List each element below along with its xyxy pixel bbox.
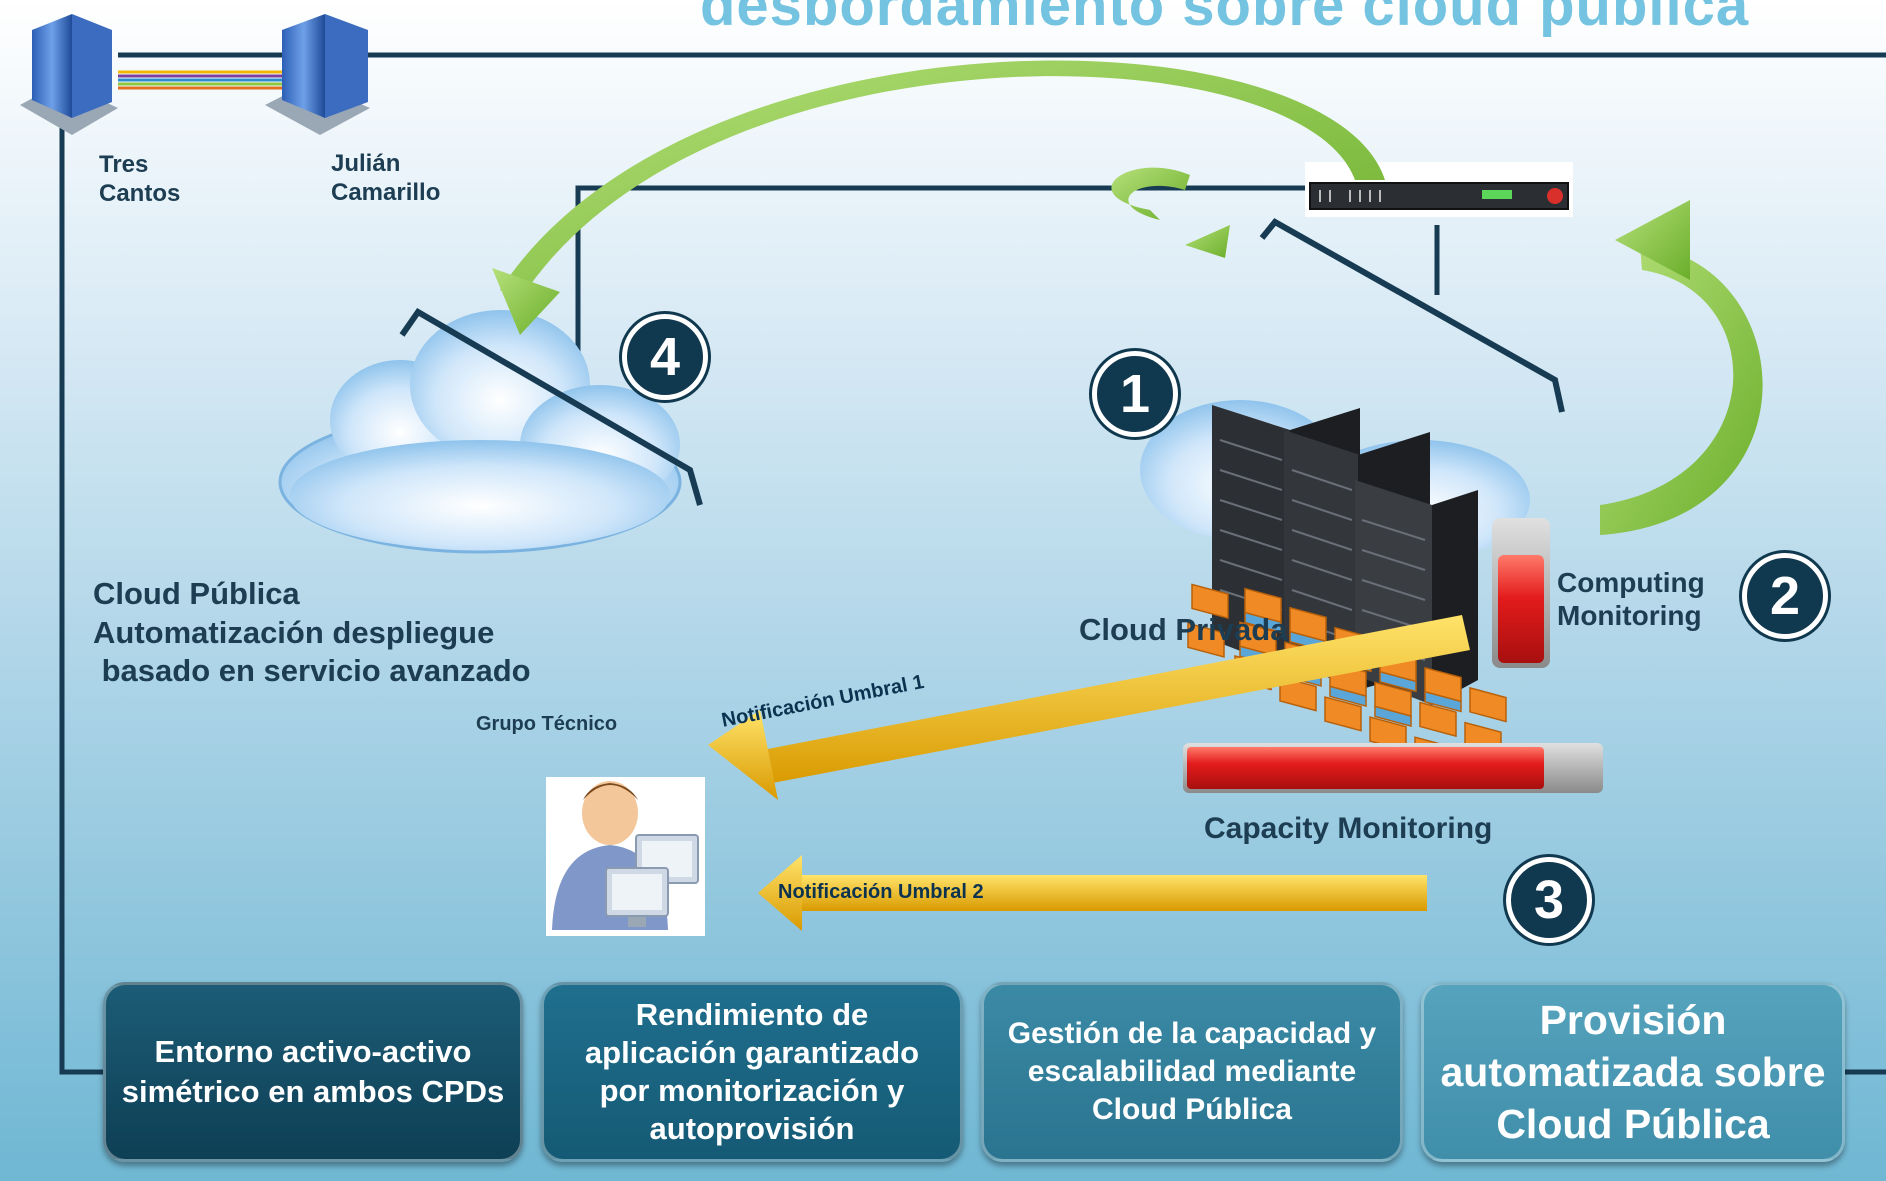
box-active-active: Entorno activo-activo simétrico en ambos… [103, 982, 523, 1162]
private-cloud-bracket [1259, 218, 1565, 413]
public-cloud-line1: Automatización despliegue [93, 615, 495, 650]
public-cloud-title: Cloud Pública [93, 576, 300, 611]
step-2-badge: 2 [1742, 553, 1828, 639]
capacity-monitoring-label: Capacity Monitoring [1204, 812, 1493, 845]
green-arrow-overflow [492, 60, 1385, 335]
load-balancer-icon [1305, 162, 1573, 217]
grupo-tecnico-label: Grupo Técnico [476, 713, 618, 735]
page-title: desbordamiento sobre cloud pública [700, 0, 1750, 38]
computing-gauge-icon [1492, 518, 1550, 668]
gold-arrow-umbral2 [758, 855, 1427, 931]
capacity-bar-icon [1183, 743, 1603, 793]
site-link [118, 70, 282, 90]
building-tres-cantos-icon [20, 14, 118, 135]
green-arrow-provision [1111, 167, 1230, 258]
step-1-badge: 1 [1092, 351, 1178, 437]
step-3-badge: 3 [1506, 857, 1592, 943]
box-provision: Provisión automatizada sobre Cloud Públi… [1421, 982, 1845, 1162]
site-label-julian-camarillo: Julián Camarillo [331, 150, 441, 206]
step-4-badge: 4 [622, 314, 708, 400]
technician-icon [546, 777, 705, 936]
public-cloud-bracket [399, 308, 703, 506]
private-cloud-label: Cloud Privada [1079, 612, 1288, 647]
computing-monitoring-label: Computing Monitoring [1557, 567, 1705, 631]
gold-arrow-umbral1 [708, 615, 1470, 800]
box-capacity: Gestión de la capacidad y escalabilidad … [981, 982, 1403, 1162]
notification-umbral2-label: Notificación Umbral 2 [778, 881, 984, 903]
site-label-tres-cantos: Tres Cantos [99, 151, 181, 207]
public-cloud-icon [278, 310, 682, 554]
box-performance: Rendimiento de aplicación garantizado po… [541, 982, 963, 1162]
building-julian-camarillo-icon [265, 14, 370, 135]
green-arrow-monitoring [1600, 200, 1763, 535]
public-cloud-line2: basado en servicio avanzado [93, 653, 531, 688]
network-lines [59, 52, 1886, 1075]
